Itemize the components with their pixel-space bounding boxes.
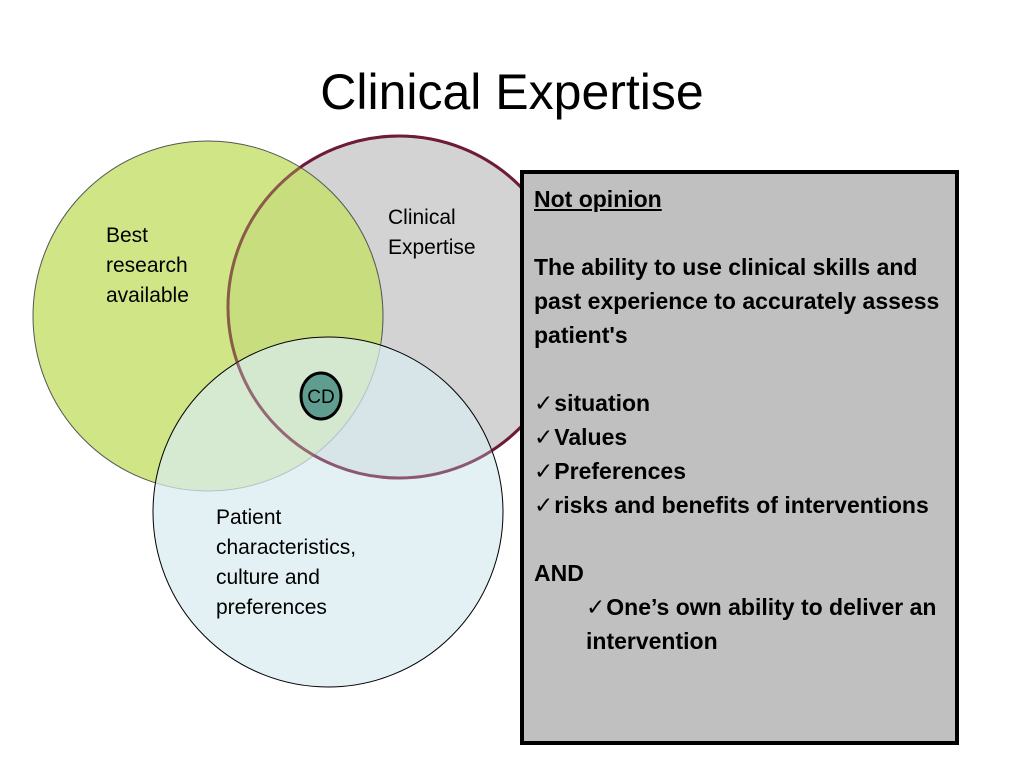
checkmark-icon: ✓ [534, 458, 554, 484]
slide-title: Clinical Expertise [320, 64, 704, 120]
cd-badge [299, 371, 343, 421]
check-item-preferences: ✓Preferences [534, 454, 945, 488]
check-item-risks: ✓risks and benefits of interventions [534, 488, 945, 522]
check-item-label: risks and benefits of interventions [554, 492, 929, 518]
box-heading: Not opinion [534, 186, 662, 212]
best-research-label: Best research available [106, 224, 189, 307]
spacer [534, 522, 945, 556]
check-item-own-ability: ✓One’s own ability to deliver an interve… [534, 590, 945, 658]
checkmark-icon: ✓ [534, 390, 554, 416]
cd-badge-label: CD [307, 387, 334, 408]
spacer [534, 352, 945, 386]
definition-box: Not opinion The ability to use clinical … [520, 170, 959, 745]
patient-characteristics-label: Patient characteristics, culture and pre… [216, 506, 357, 619]
clinical-expertise-label: Clinical Expertise [388, 206, 476, 259]
check-item-label: Values [554, 424, 628, 450]
check-item-label: One’s own ability to deliver an interven… [586, 594, 937, 654]
checkmark-icon: ✓ [586, 594, 606, 620]
box-description: The ability to use clinical skills and p… [534, 254, 940, 348]
checkmark-icon: ✓ [534, 424, 554, 450]
and-label: AND [534, 560, 584, 586]
check-item-label: Preferences [554, 458, 686, 484]
spacer [534, 216, 945, 250]
check-item-values: ✓Values [534, 420, 945, 454]
patient-characteristics-circle [152, 336, 504, 688]
check-item-situation: ✓situation [534, 386, 945, 420]
checkmark-icon: ✓ [534, 492, 554, 518]
check-item-label: situation [554, 390, 651, 416]
